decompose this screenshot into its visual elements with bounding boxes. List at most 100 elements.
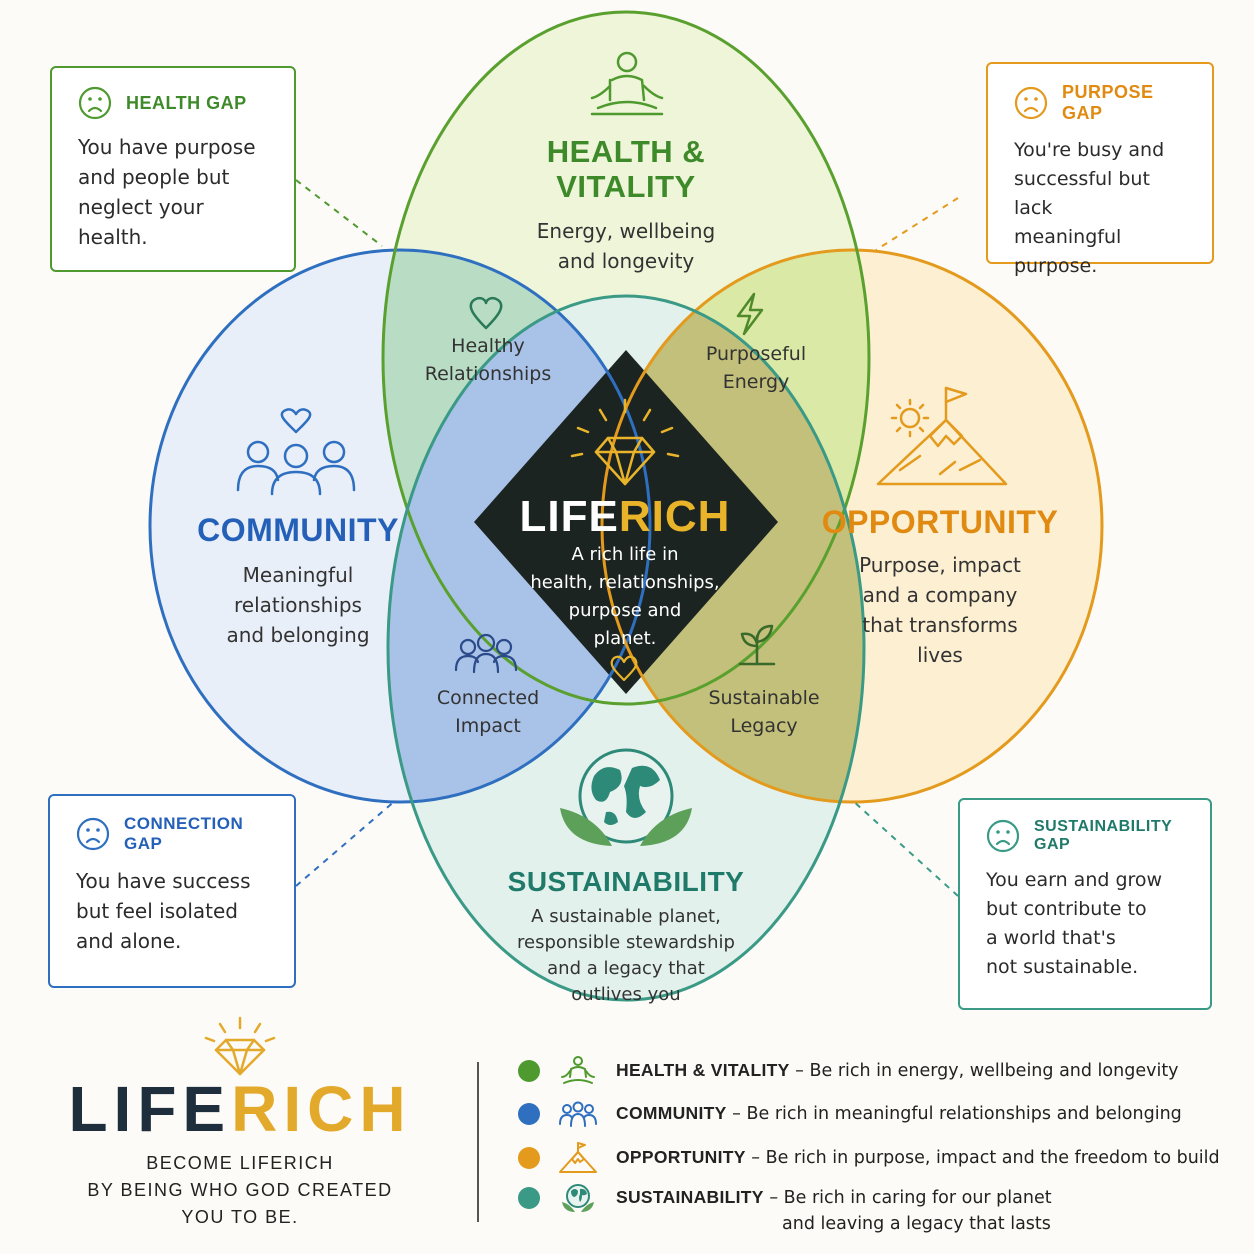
- health-circle-outline: [381, 10, 871, 706]
- sustainability-description: A sustainable planet, responsible stewar…: [486, 904, 766, 1008]
- brand-diamond-icon: [204, 1016, 276, 1076]
- purpose-gap-title: PURPOSE GAP: [1062, 82, 1154, 123]
- sustainability-gap-line2: but contribute to: [986, 898, 1147, 920]
- connection-gap-box: CONNECTION GAP You have success but feel…: [48, 794, 296, 988]
- health-gap-line4: health.: [78, 225, 148, 249]
- legend-desc-sustainability-line2: and leaving a legacy that lasts: [782, 1214, 1051, 1234]
- legend-name-opportunity: OPPORTUNITY: [616, 1147, 746, 1167]
- connection-gap-title: CONNECTION GAP: [124, 814, 244, 853]
- sustainability-gap-line3: a world that's: [986, 927, 1116, 949]
- diamond-icon: [570, 398, 680, 486]
- overlap-sustainable-legacy: Sustainable Legacy: [692, 684, 836, 740]
- health-title-line1: HEALTH &: [546, 134, 706, 169]
- purpose-gap-line4: purpose.: [1014, 255, 1098, 277]
- health-desc-line1: Energy, wellbeing: [536, 219, 716, 243]
- health-gap-title: HEALTH GAP: [126, 92, 247, 113]
- opportunity-description: Purpose, impact and a company that trans…: [818, 550, 1062, 670]
- legend-text-health: HEALTH & VITALITY – Be rich in energy, w…: [616, 1057, 1179, 1084]
- overlap-purposeful-energy: Purposeful Energy: [686, 340, 826, 396]
- center-heart-icon: [610, 655, 638, 682]
- health-gap-text: You have purpose and people but neglect …: [78, 132, 274, 252]
- community-description: Meaningful relationships and belonging: [178, 560, 418, 650]
- legend-divider: [477, 1062, 479, 1222]
- overlap-hc-line1: Healthy: [451, 335, 525, 357]
- sustainability-gap-line4: not sustainable.: [986, 956, 1139, 978]
- people-icon: [559, 1101, 597, 1127]
- people-icon: [454, 633, 518, 674]
- legend-dot-sustainability: [518, 1187, 540, 1209]
- legend-desc-sustainability: – Be rich in caring for our planet: [763, 1188, 1052, 1208]
- legend-text-opportunity: OPPORTUNITY – Be rich in purpose, impact…: [616, 1144, 1220, 1171]
- connection-gap-line1: You have success: [76, 869, 251, 893]
- globe-leaves-icon: [560, 748, 692, 846]
- legend-row-sustainability: SUSTAINABILITY – Be rich in caring for o…: [518, 1184, 1052, 1237]
- overlap-os-line2: Legacy: [730, 715, 798, 737]
- overlap-connected-impact: Connected Impact: [418, 684, 558, 740]
- mountain-flag-icon: [876, 386, 1008, 486]
- sad-face-icon: [78, 86, 112, 120]
- legend-desc-community: – Be rich in meaningful relationships an…: [726, 1104, 1182, 1124]
- sprout-icon: [738, 624, 776, 666]
- opportunity-circle-outline: [600, 248, 1104, 804]
- health-desc-line2: and longevity: [557, 249, 695, 273]
- brand-tagline: BECOME LIFERICH BY BEING WHO GOD CREATED…: [60, 1150, 420, 1231]
- purpose-gap-line3: meaningful: [1014, 226, 1122, 248]
- legend-name-community: COMMUNITY: [616, 1103, 727, 1123]
- legend-name-sustainability: SUSTAINABILITY: [616, 1187, 764, 1207]
- meditation-icon: [561, 1056, 595, 1084]
- overlap-ho-line2: Energy: [722, 371, 790, 393]
- brand-rich: RICH: [231, 1073, 412, 1145]
- center-title-life: LIFE: [519, 492, 619, 541]
- health-description: Energy, wellbeing and longevity: [500, 216, 752, 276]
- legend-row-opportunity: OPPORTUNITY – Be rich in purpose, impact…: [518, 1142, 1220, 1174]
- connector-sustainability-gap: [851, 799, 959, 897]
- legend-dot-community: [518, 1103, 540, 1125]
- community-desc-line3: and belonging: [226, 623, 370, 647]
- globe-leaves-icon: [562, 1184, 594, 1212]
- meditation-icon: [590, 51, 664, 116]
- connection-gap-line3: and alone.: [76, 929, 182, 953]
- connection-gap-text: You have success but feel isolated and a…: [76, 866, 274, 956]
- overlap-os-line1: Sustainable: [708, 687, 820, 709]
- connector-purpose-gap: [875, 197, 959, 251]
- health-gap-box: HEALTH GAP You have purpose and people b…: [50, 66, 296, 272]
- sad-face-icon: [986, 819, 1020, 853]
- sustainability-gap-text: You earn and grow but contribute to a wo…: [986, 866, 1190, 982]
- sustainability-desc-line1: A sustainable planet,: [531, 906, 721, 927]
- community-circle-outline: [148, 248, 652, 804]
- overlap-healthy-relationships: Healthy Relationships: [418, 332, 558, 388]
- opportunity-title: OPPORTUNITY: [821, 504, 1059, 540]
- legend-text-community: COMMUNITY – Be rich in meaningful relati…: [616, 1100, 1182, 1127]
- center-desc-line2: health, relationships,: [530, 572, 720, 593]
- sustainability-circle-outline: [386, 294, 866, 1002]
- sustainability-gap-title: SUSTAINABILITY GAP: [1034, 818, 1172, 853]
- legend-dot-health: [518, 1060, 540, 1082]
- health-title-line2: VITALITY: [556, 169, 696, 204]
- health-title: HEALTH & VITALITY: [500, 134, 752, 204]
- connection-gap-line2: but feel isolated: [76, 899, 239, 923]
- brand-life: LIFE: [68, 1073, 232, 1145]
- sustainability-desc-line4: outlives you: [571, 984, 681, 1005]
- overlap-cs-line2: Impact: [455, 715, 521, 737]
- center-desc-line3: purpose and: [568, 600, 682, 621]
- sad-face-icon: [76, 817, 110, 851]
- opportunity-desc-line2: and a company: [862, 583, 1018, 607]
- center-desc-line4: planet.: [593, 628, 657, 649]
- sustainability-gap-line1: You earn and grow: [986, 869, 1163, 891]
- lightning-icon: [736, 292, 764, 336]
- overlap-hc-line2: Relationships: [424, 363, 552, 385]
- health-gap-line1: You have purpose: [78, 135, 256, 159]
- legend-name-health: HEALTH & VITALITY: [616, 1060, 790, 1080]
- connector-connection-gap: [295, 799, 397, 887]
- mountain-flag-icon: [559, 1142, 597, 1173]
- legend-row-community: COMMUNITY – Be rich in meaningful relati…: [518, 1100, 1182, 1130]
- overlap-cs-line1: Connected: [436, 687, 540, 709]
- sustainability-desc-line3: and a legacy that: [547, 958, 705, 979]
- center-title-rich: RICH: [618, 492, 731, 541]
- legend-text-sustainability: SUSTAINABILITY – Be rich in caring for o…: [616, 1184, 1052, 1237]
- health-gap-line2: and people but: [78, 165, 230, 189]
- legend-row-health: HEALTH & VITALITY – Be rich in energy, w…: [518, 1056, 1179, 1087]
- center-description: A rich life in health, relationships, pu…: [505, 541, 745, 653]
- connector-health-gap: [295, 179, 383, 247]
